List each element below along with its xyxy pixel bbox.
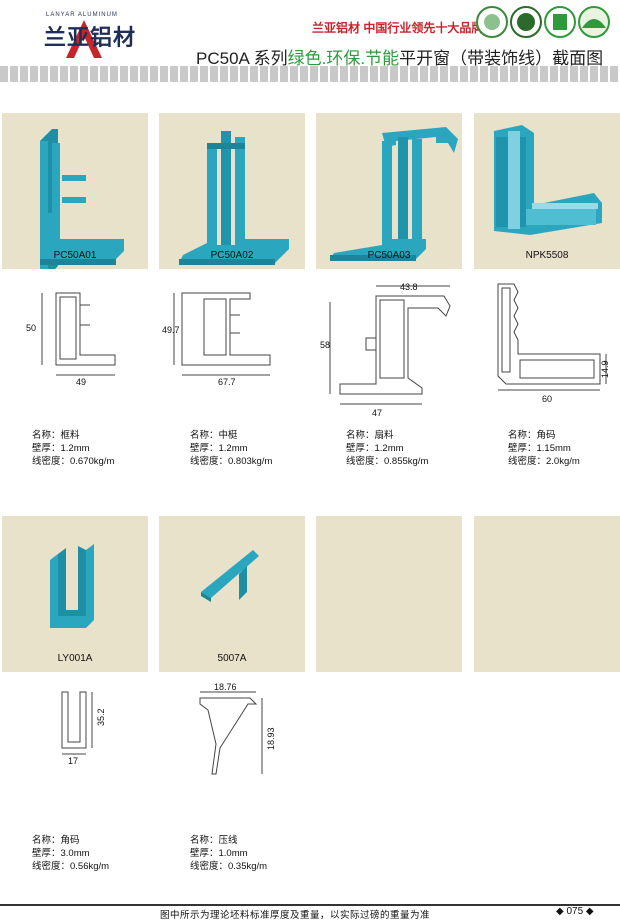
title-series: PC50A 系列	[196, 49, 288, 68]
empty-tile-2	[474, 516, 620, 672]
spec-block-1: 名称：框料 壁厚：1.2mm 线密度：0.670kg/m	[32, 429, 114, 468]
section-drawing-5: 35.2 17	[61, 691, 106, 766]
profile-render-icon	[201, 550, 259, 602]
page-number: ◆ 075 ◆	[556, 906, 594, 917]
footer-note: 图中所示为理论坯料标准厚度及重量，以实际过磅的重量为准	[160, 910, 431, 921]
title-rest: 平开窗（带装饰线）截面图	[399, 49, 604, 68]
spec-density: 线密度：0.35kg/m	[190, 861, 268, 872]
spec-wall: 壁厚：1.2mm	[346, 443, 404, 454]
spec-block-5: 名称：角码 壁厚：3.0mm 线密度：0.56kg/m	[32, 834, 109, 873]
dimension-width: 47	[372, 408, 382, 418]
spec-block-3: 名称：扇料 壁厚：1.2mm 线密度：0.855kg/m	[346, 429, 428, 468]
brand-slogan: 兰亚铝材 中国行业领先十大品牌	[312, 21, 484, 35]
product-code: PC50A01	[53, 250, 97, 261]
spec-density: 线密度：2.0kg/m	[508, 456, 580, 467]
dimension-height: 58	[320, 340, 330, 350]
dimension-height: 35.2	[96, 708, 106, 726]
product-tile-6: 5007A	[159, 516, 305, 672]
section-drawing-4: 14.9 60	[497, 283, 610, 404]
profile-render-icon	[40, 129, 124, 269]
spec-wall: 壁厚：3.0mm	[32, 848, 90, 859]
spec-block-6: 名称：压线 壁厚：1.0mm 线密度：0.35kg/m	[190, 834, 267, 873]
profile-render-icon	[494, 125, 602, 235]
spec-density: 线密度：0.803kg/m	[190, 456, 273, 467]
dimension-height: 18.93	[266, 727, 276, 750]
dimension-height: 14.9	[600, 360, 610, 378]
logo-subtitle: LANYAR ALUMINUM	[46, 12, 118, 18]
dimension-width: 17	[68, 756, 78, 766]
spec-name: 名称：压线	[190, 835, 238, 846]
title-green: 绿色.环保.节能	[287, 49, 400, 68]
product-tile-3: PC50A03	[316, 113, 462, 269]
spec-density: 线密度：0.56kg/m	[32, 861, 110, 872]
spec-wall: 壁厚：1.2mm	[190, 443, 248, 454]
spec-density: 线密度：0.855kg/m	[346, 456, 429, 467]
profile-render-icon	[179, 131, 289, 265]
spec-name: 名称：框料	[32, 430, 80, 441]
section-drawing-3: 43.8 58 47	[320, 282, 451, 418]
logo-text: 兰亚铝材	[44, 25, 137, 51]
spec-density: 线密度：0.670kg/m	[32, 456, 115, 467]
dimension-height: 49.7	[162, 325, 180, 335]
page-title: PC50A 系列绿色.环保.节能平开窗（带装饰线）截面图	[196, 44, 603, 69]
dimension-height: 50	[26, 323, 36, 333]
spec-name: 名称：角码	[32, 835, 80, 846]
empty-tile-1	[316, 516, 462, 672]
product-code: PC50A03	[367, 250, 411, 261]
footer-bar	[0, 904, 620, 924]
spec-name: 名称：中梃	[190, 430, 238, 441]
product-tile-5: LY001A	[2, 516, 148, 672]
spec-name: 名称：角码	[508, 430, 556, 441]
product-code: NPK5508	[525, 250, 569, 261]
product-tile-4: NPK5508	[474, 113, 620, 269]
dimension-top: 43.8	[400, 282, 418, 292]
section-drawing-1: 50 49	[26, 292, 116, 387]
header-stripe	[0, 66, 620, 82]
section-drawing-2: 49.7 67.7	[162, 292, 271, 387]
dimension-width: 18.76	[214, 682, 237, 692]
dimension-width: 49	[76, 377, 86, 387]
spec-wall: 壁厚：1.0mm	[190, 848, 248, 859]
brand-logo-icon	[66, 20, 102, 58]
product-code: PC50A02	[210, 250, 254, 261]
product-tile-2: PC50A02	[159, 113, 305, 269]
certification-badges-icon	[476, 6, 610, 38]
spec-block-4: 名称：角码 壁厚：1.15mm 线密度：2.0kg/m	[508, 429, 580, 468]
spec-wall: 壁厚：1.15mm	[508, 443, 571, 454]
spec-block-2: 名称：中梃 壁厚：1.2mm 线密度：0.803kg/m	[190, 429, 272, 468]
product-code: 5007A	[217, 653, 247, 664]
profile-render-icon	[330, 127, 458, 261]
product-tile-1: PC50A01	[2, 113, 148, 269]
product-code: LY001A	[57, 653, 93, 664]
spec-wall: 壁厚：1.2mm	[32, 443, 90, 454]
dimension-width: 67.7	[218, 377, 236, 387]
dimension-width: 60	[542, 394, 552, 404]
profile-render-icon	[50, 544, 94, 628]
spec-name: 名称：扇料	[346, 430, 394, 441]
section-drawing-6: 18.76 18.93	[199, 682, 276, 775]
